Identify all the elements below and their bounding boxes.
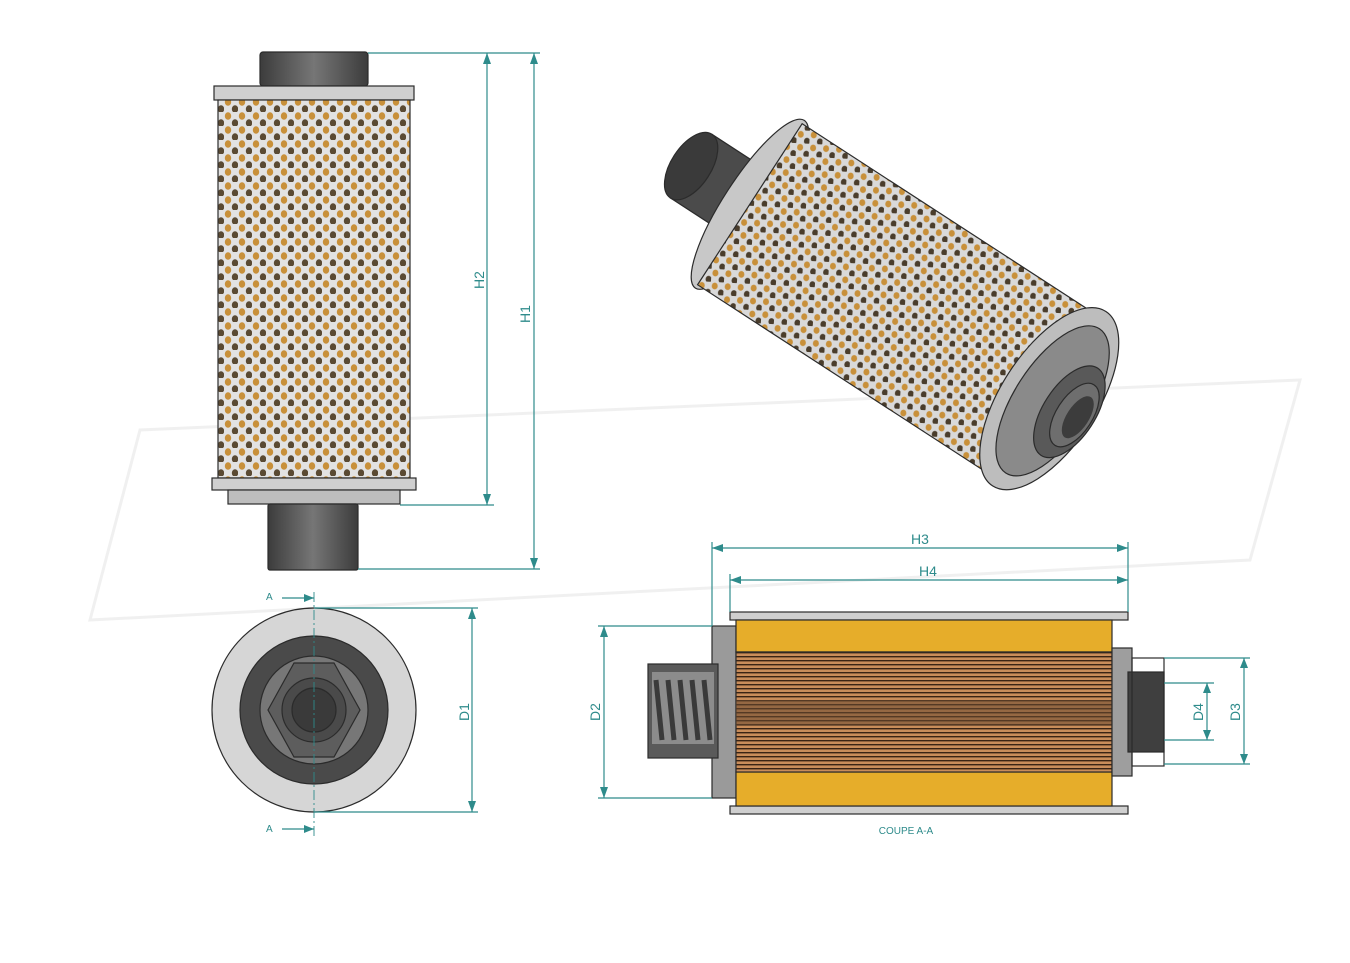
label-h4: H4	[919, 563, 937, 579]
front-view	[211, 51, 417, 571]
filter-media-bottom	[735, 771, 1113, 807]
section-marker-top: A	[266, 592, 314, 603]
section-view	[647, 611, 1165, 815]
label-d2: D2	[587, 703, 603, 721]
label-h2: H2	[471, 271, 487, 289]
label-d1: D1	[456, 703, 472, 721]
core-tube	[736, 700, 1112, 726]
perforated-shell	[217, 99, 411, 479]
inlet-spring	[652, 672, 714, 744]
section-caption: COUPE A-A	[879, 826, 934, 837]
section-outlet-nut	[1131, 657, 1165, 767]
label-section-a-top: A	[266, 592, 273, 603]
section-shell-top	[729, 611, 1129, 621]
iso-right-outlet-hole	[1061, 396, 1094, 439]
label-h1: H1	[517, 305, 533, 323]
label-d3: D3	[1227, 703, 1243, 721]
dimension-d1: D1	[314, 607, 478, 813]
top-outlet-pipe	[259, 51, 369, 87]
dimension-h4: H4	[729, 563, 1128, 612]
dimension-d4: D4	[1164, 682, 1214, 741]
dimension-d3: D3	[1164, 657, 1250, 765]
label-section-a-bottom: A	[266, 824, 273, 835]
bottom-inlet-pipe	[267, 503, 359, 571]
filter-media-top	[735, 619, 1113, 653]
bottom-flange	[227, 489, 401, 505]
dimension-h3: H3	[711, 531, 1129, 626]
iso-left-pipe-face	[663, 131, 719, 201]
section-shell-bottom	[729, 805, 1129, 815]
top-end-cap	[213, 85, 415, 101]
dimension-d2: D2	[587, 625, 712, 799]
dimension-h1: H1	[358, 53, 540, 570]
isometric-view	[663, 118, 1120, 491]
section-marker-bottom: A	[266, 824, 314, 835]
dimension-h2: H2	[368, 52, 540, 506]
label-h3: H3	[911, 531, 929, 547]
label-d4: D4	[1190, 703, 1206, 721]
bottom-end-cap	[211, 477, 417, 491]
end-view	[211, 592, 417, 838]
section-outlet-pipe	[1127, 671, 1165, 753]
